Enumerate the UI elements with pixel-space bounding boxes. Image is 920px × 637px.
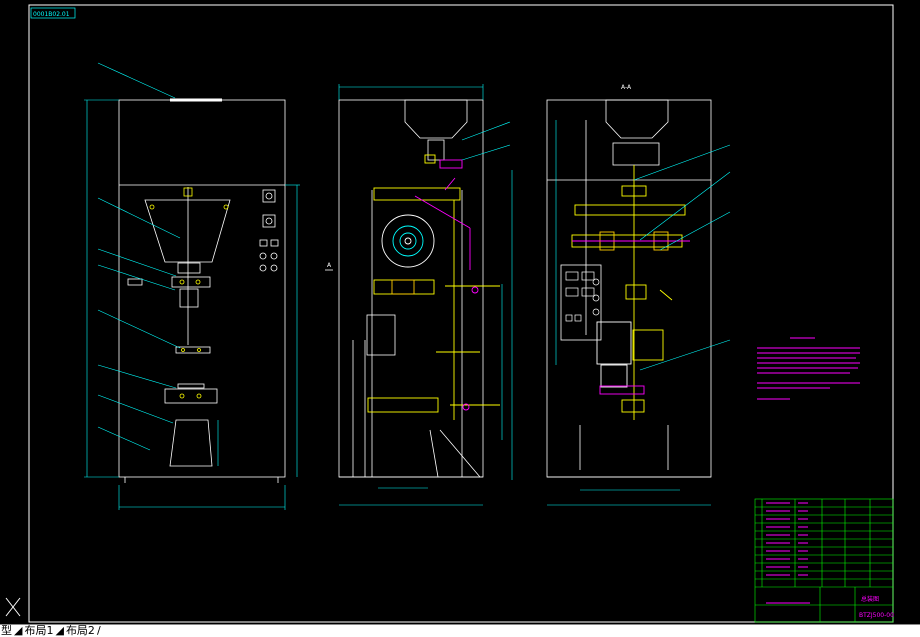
- side-view-dimensions: [338, 84, 513, 506]
- ucs-icon: [5, 597, 21, 617]
- view-arrow-a: A: [325, 262, 333, 271]
- section-control-panel: [565, 271, 600, 322]
- drawing-frame: [28, 4, 894, 623]
- tab-separator: ◢: [14, 624, 23, 637]
- tab-separator: ◢: [55, 624, 64, 637]
- front-control-panel: [259, 189, 279, 272]
- section-dimensions: [547, 120, 731, 506]
- title-block-name: 总装图: [861, 595, 879, 603]
- layout1-tab[interactable]: 布局1: [24, 624, 54, 637]
- drawing-number: BTZJ500-00: [859, 612, 894, 619]
- layout-tab-bar: 型◢布局1◢布局2/: [0, 624, 920, 637]
- technical-requirements: [757, 337, 860, 400]
- title-block: [754, 498, 894, 623]
- svg-text:A: A: [327, 262, 332, 269]
- layout2-tab[interactable]: 布局2: [65, 624, 95, 637]
- model-tab[interactable]: 型: [1, 624, 12, 637]
- section-view: [546, 99, 712, 478]
- front-view-components: [149, 187, 229, 399]
- drawing-canvas[interactable]: 0001B02.01: [0, 0, 920, 624]
- frame-tag-box: [30, 7, 76, 19]
- title-block-entries: [766, 502, 810, 604]
- section-label: A-A: [621, 84, 632, 91]
- section-mechanism: [571, 165, 690, 420]
- front-view-dimensions: [84, 62, 300, 510]
- frame-tag-text: 0001B02.01: [33, 11, 70, 18]
- tab-separator: /: [96, 624, 101, 637]
- side-view: [338, 99, 484, 478]
- side-view-mechanism: [367, 154, 500, 420]
- front-view: [118, 98, 286, 483]
